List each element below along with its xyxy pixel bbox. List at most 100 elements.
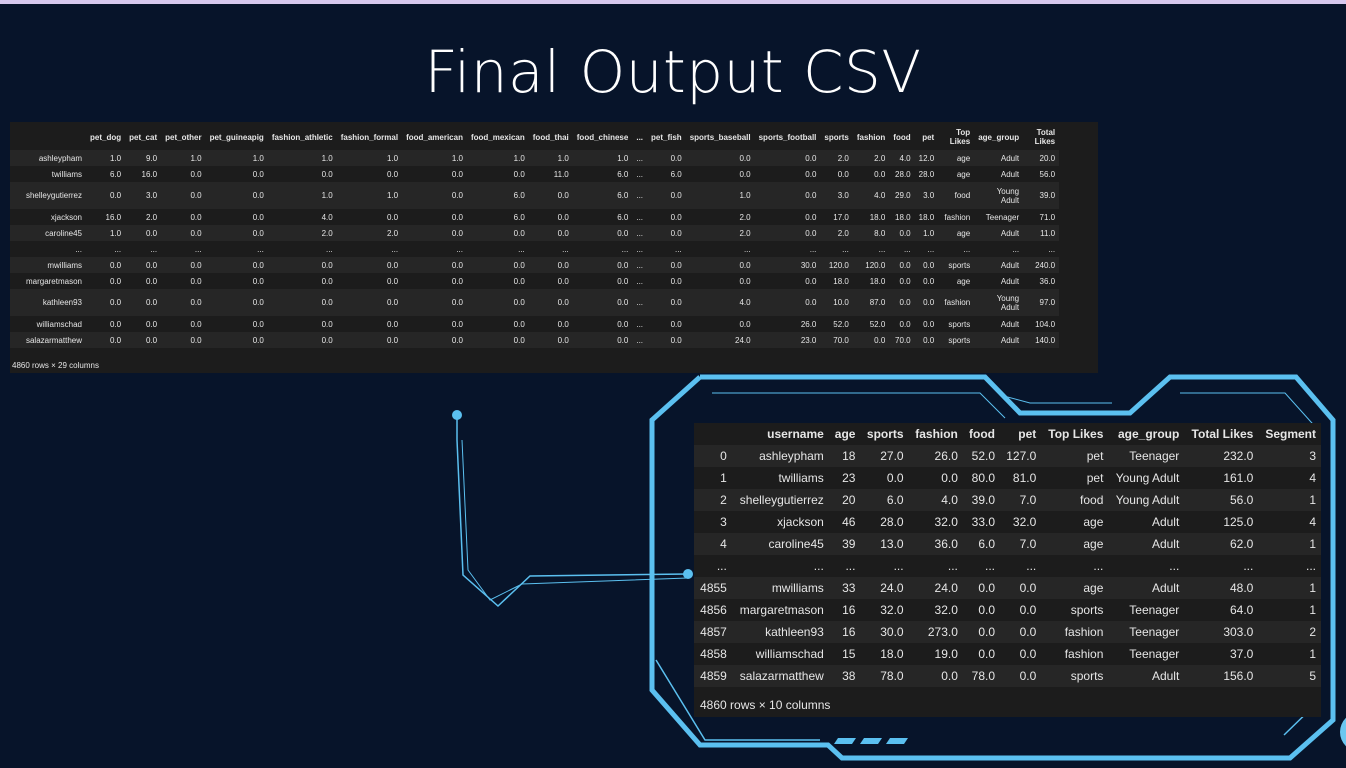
- row-index-cell: 2: [720, 493, 727, 507]
- table-cell: 2.0: [386, 228, 399, 238]
- table-cell: 11.0: [553, 169, 569, 179]
- table-cell: 1: [1309, 603, 1316, 617]
- corner-circle-decoration: [1340, 712, 1346, 752]
- table-cell: 0.0: [252, 335, 264, 345]
- table-cell: 0.0: [557, 319, 569, 329]
- table-cell: 3.0: [837, 191, 849, 200]
- table-cell: 11.0: [1040, 228, 1056, 238]
- table-cell: 1: [1309, 537, 1316, 551]
- table-cell: 30.0: [800, 260, 817, 270]
- table-cell: ...: [636, 169, 644, 179]
- table-cell: 0.0: [739, 153, 751, 163]
- table-cell: ...: [845, 559, 856, 573]
- table-cell: 52.0: [833, 319, 849, 329]
- table-cell: 62.0: [1229, 537, 1254, 551]
- table-cell: 3.0: [146, 191, 158, 200]
- table-cell: 16: [842, 625, 856, 639]
- table-cell: 0.0: [513, 276, 525, 286]
- table-cell: 36.0: [934, 537, 958, 551]
- table-cell: 1.0: [923, 228, 935, 238]
- table-cell: pet: [1086, 471, 1104, 485]
- table-cell: 0.0: [513, 260, 525, 270]
- table-cell: 1: [1309, 647, 1316, 661]
- table-cell: 0.0: [146, 298, 158, 307]
- table-cell: 7.0: [1019, 537, 1037, 551]
- table-cell: Young Adult: [996, 293, 1020, 312]
- column-header: food: [969, 427, 995, 441]
- table-cell: 3.0: [923, 191, 935, 200]
- table-cell: 0.0: [1019, 581, 1037, 595]
- table-cell: 2.0: [837, 153, 849, 163]
- row-index-cell: kathleen93: [42, 298, 82, 307]
- table-cell: 24.0: [735, 335, 751, 345]
- column-header: Total Likes: [1034, 128, 1056, 146]
- table-cell: 0.0: [739, 319, 751, 329]
- connector-end-dot: [683, 569, 693, 579]
- table-cell: 56.0: [1229, 493, 1254, 507]
- table-cell: 27.0: [880, 449, 904, 463]
- table-cell: 0.0: [670, 212, 682, 222]
- row-index-cell: 0: [720, 449, 727, 463]
- table-cell: 0.0: [109, 298, 122, 307]
- table-cell: Teenager: [1129, 603, 1180, 617]
- table-cell: mwilliams: [771, 581, 824, 595]
- table-cell: xjackson: [777, 515, 824, 529]
- table-cell: 0.0: [899, 228, 911, 238]
- table-shape-footer: 4860 rows × 10 columns: [700, 698, 831, 712]
- row-index-cell: salazarmatthew: [25, 335, 82, 345]
- table-cell: 0.0: [670, 298, 682, 307]
- table-cell: 0.0: [451, 276, 463, 286]
- table-cell: 8.0: [874, 228, 886, 238]
- table-cell: 0.0: [617, 228, 629, 238]
- table-cell: 18.0: [869, 212, 886, 222]
- table-cell: 0.0: [739, 260, 751, 270]
- table-cell: 39: [842, 537, 856, 551]
- column-header: fashion: [856, 132, 886, 142]
- column-header: username: [767, 427, 824, 441]
- table-cell: 1.0: [252, 153, 264, 163]
- row-index-cell: mwilliams: [47, 260, 82, 270]
- table-cell: 2.0: [739, 228, 751, 238]
- table-cell: 0.0: [252, 212, 264, 222]
- table-cell: 0.0: [617, 298, 629, 307]
- table-cell: fashion: [944, 212, 971, 222]
- column-header: ...: [636, 132, 644, 142]
- table-cell: ...: [963, 244, 971, 254]
- row-index-cell: 3: [720, 515, 727, 529]
- column-header: age: [834, 427, 856, 441]
- table-cell: 0.0: [321, 169, 333, 179]
- column-header: age_group: [978, 132, 1020, 142]
- top-accent-bar: [0, 0, 1346, 4]
- table-cell: ...: [636, 319, 644, 329]
- table-cell: 140.0: [1035, 335, 1056, 345]
- table-cell: 0.0: [109, 276, 122, 286]
- table-cell: 80.0: [971, 471, 995, 485]
- table-cell: ...: [842, 244, 849, 254]
- column-header: food_thai: [532, 132, 569, 142]
- table-cell: 26.0: [800, 319, 817, 329]
- table-cell: ...: [636, 212, 644, 222]
- table-cell: pet: [1086, 449, 1104, 463]
- table-cell: 0.0: [557, 335, 569, 345]
- table-cell: 0.0: [670, 153, 682, 163]
- table-cell: 1.0: [386, 191, 399, 200]
- table-cell: 4.0: [941, 493, 958, 507]
- column-header: Top Likes: [1048, 427, 1104, 441]
- row-index-cell: margaretmason: [25, 276, 82, 286]
- table-cell: 0.0: [805, 191, 817, 200]
- table-cell: 0.0: [451, 169, 463, 179]
- column-header: fashion_athletic: [271, 132, 333, 142]
- table-cell: 0.0: [805, 169, 817, 179]
- table-cell: ...: [743, 244, 751, 254]
- table-cell: 0.0: [739, 276, 751, 286]
- table-cell: 70.0: [895, 335, 911, 345]
- table-cell: 32.0: [934, 603, 958, 617]
